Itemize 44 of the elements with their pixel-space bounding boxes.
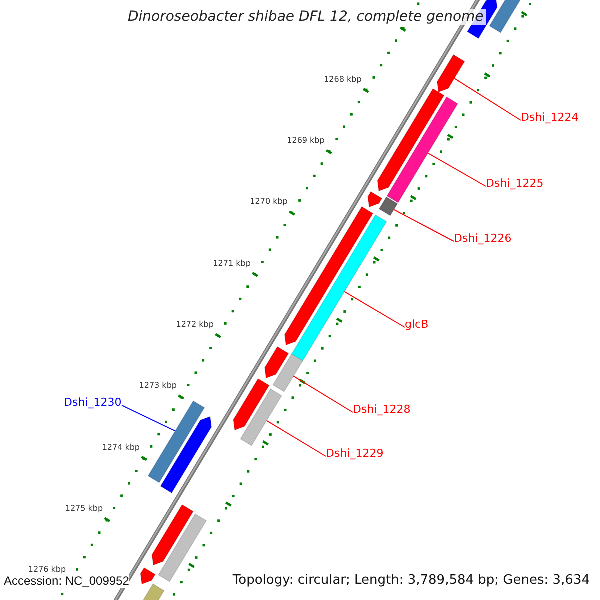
gene-feature — [158, 514, 208, 582]
gene-feature — [148, 400, 206, 484]
gene-feature — [386, 96, 459, 204]
scale-label: 1271 kbp — [213, 258, 251, 268]
gene-label: Dshi_1230 — [64, 396, 122, 409]
scale-label: 1276 kbp — [28, 565, 66, 574]
leader-line — [293, 376, 354, 413]
leader-line — [122, 405, 176, 432]
gene-label: Dshi_1229 — [326, 447, 384, 460]
gene-feature — [160, 416, 212, 494]
gene-feature — [272, 354, 304, 392]
gene-feature — [436, 54, 466, 93]
leader-line — [394, 209, 454, 242]
gene-feature — [233, 378, 270, 431]
gene-label: Dshi_1224 — [521, 111, 579, 124]
scale-label: 1268 kbp — [324, 74, 362, 84]
gene-label: Dshi_1228 — [353, 403, 411, 416]
gene-label: glcB — [405, 318, 429, 331]
genome-info-text: Topology: circular; Length: 3,789,584 bp; Genes: 3,634 — [230, 573, 592, 588]
scale-label: 1275 kbp — [65, 504, 104, 513]
gene-feature — [290, 214, 388, 362]
title: Dinoroseobacter shibae DFL 12, complete genome — [126, 9, 486, 25]
gene-feature — [143, 584, 165, 600]
gene-feature — [152, 504, 194, 566]
scale-label: 1273 kbp — [139, 381, 177, 390]
scale-label: 1274 kbp — [102, 442, 140, 452]
gene-feature — [140, 567, 156, 585]
gene-feature — [378, 196, 398, 216]
gene-feature — [284, 206, 374, 346]
leader-line — [266, 420, 326, 457]
leader-line — [344, 291, 406, 328]
scale-label: 1270 kbp — [250, 197, 288, 206]
scale-label: 1272 kbp — [176, 320, 214, 329]
scale-label: 1269 kbp — [287, 136, 325, 146]
gene-label: Dshi_1225 — [486, 177, 544, 190]
gene-feature — [264, 346, 290, 379]
gene-label: Dshi_1226 — [454, 232, 512, 245]
gene-feature — [368, 191, 383, 208]
accession-text: Accession: NC_009952 — [4, 574, 130, 588]
leader-line — [428, 152, 486, 187]
gene-feature — [489, 0, 522, 34]
gene-feature — [240, 388, 282, 446]
gene-feature — [377, 88, 445, 192]
leader-line — [454, 78, 522, 121]
